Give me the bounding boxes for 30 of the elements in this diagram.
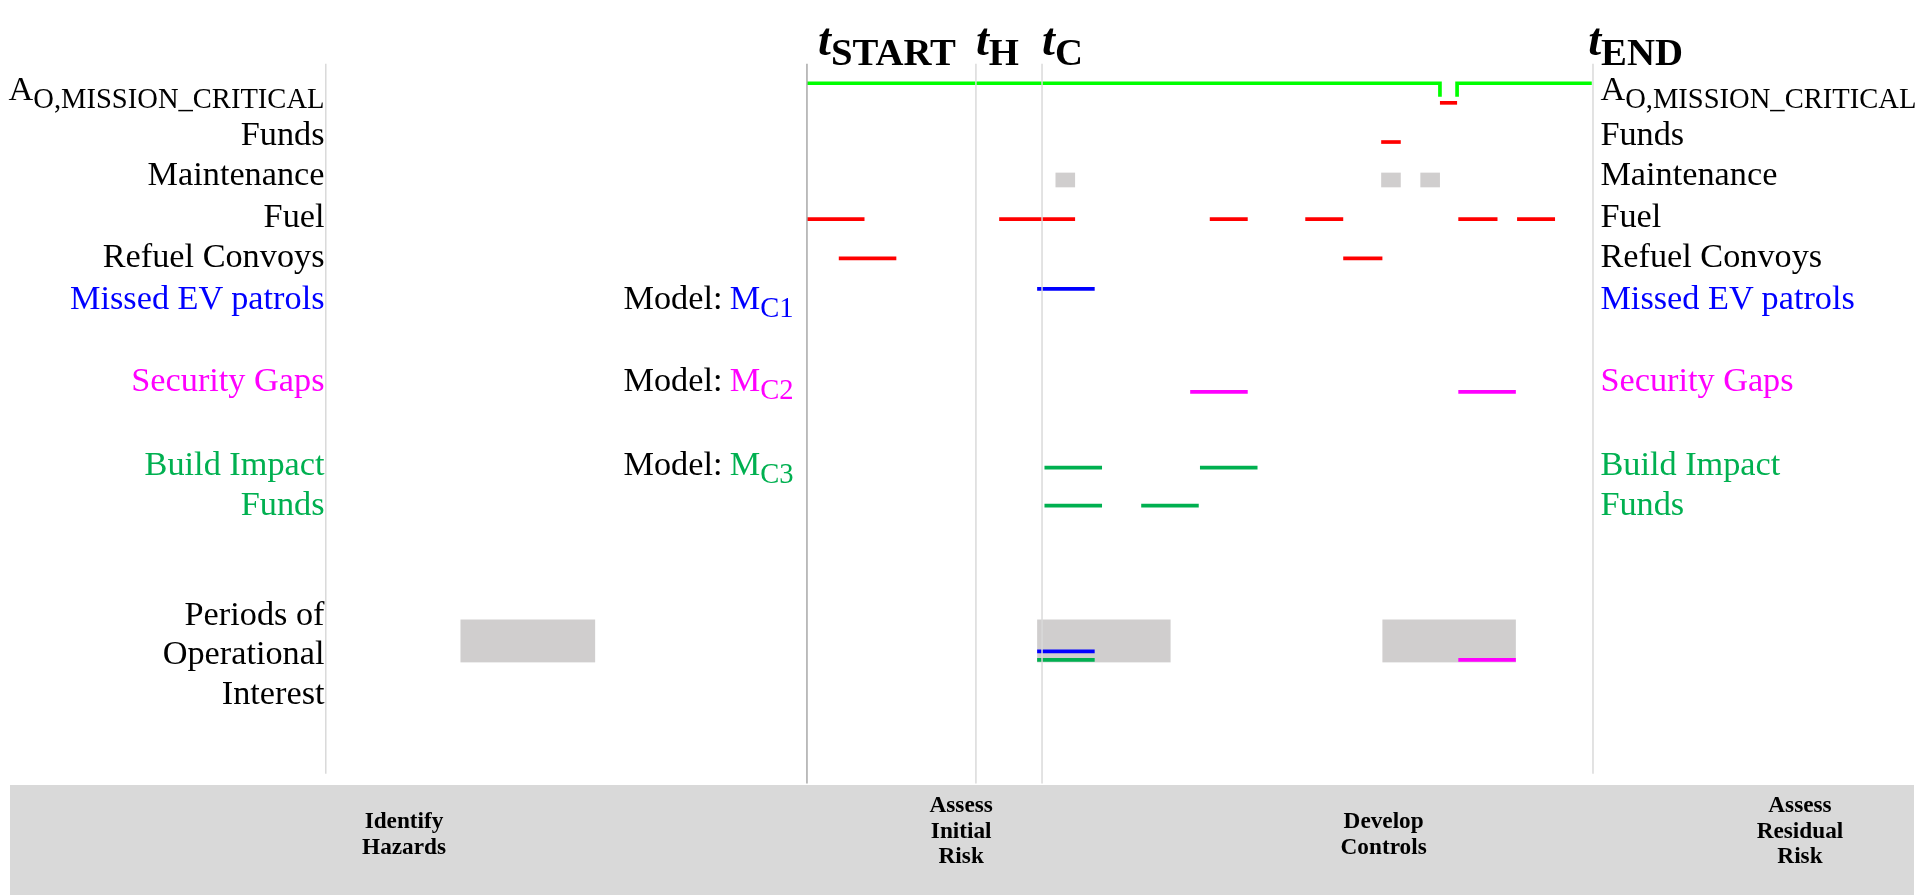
row-label: Maintenance bbox=[147, 154, 325, 194]
phase-label: Identify Hazards bbox=[361, 808, 448, 860]
phase-band bbox=[9, 784, 1914, 895]
phase-label: Develop Controls bbox=[1339, 808, 1428, 860]
row-label: Maintenance bbox=[1600, 154, 1778, 194]
row-label: Funds bbox=[1600, 113, 1685, 154]
phase-label: Assess Initial Risk bbox=[928, 792, 994, 869]
row-label: Fuel bbox=[1600, 195, 1662, 236]
row-label: Missed EV patrols bbox=[70, 277, 325, 318]
time-label: t$_{H}$ bbox=[975, 12, 1019, 76]
row-label: Security Gaps bbox=[1600, 360, 1794, 400]
row-label: A$_{O,MISSION_CRITICAL}$ bbox=[8, 68, 325, 116]
row-label: Missed EV patrols bbox=[1600, 277, 1855, 318]
row-label: Security Gaps bbox=[131, 360, 325, 400]
time-label: t$_{START}$ bbox=[817, 12, 956, 76]
row-label: Build Impact Funds bbox=[1600, 444, 1782, 524]
time-label: t$_{C}$ bbox=[1042, 12, 1083, 76]
row-label: M$_{C3}$ bbox=[729, 444, 794, 492]
row-label: Refuel Convoys bbox=[1600, 236, 1823, 276]
row-label: Funds bbox=[240, 113, 325, 154]
row-label: Build Impact Funds bbox=[143, 444, 325, 524]
row-label: Model: bbox=[623, 360, 723, 400]
row-label: M$_{C2}$ bbox=[729, 360, 794, 407]
row-label: Fuel bbox=[263, 195, 325, 236]
phase-label: Assess Residual Risk bbox=[1755, 792, 1845, 869]
row-label: M$_{C1}$ bbox=[729, 277, 794, 325]
row-label: Refuel Convoys bbox=[102, 236, 325, 276]
row-label: Model: bbox=[623, 277, 723, 318]
row-label: Model: bbox=[623, 444, 723, 484]
row-label: Periods of Operational Interest bbox=[161, 593, 325, 713]
